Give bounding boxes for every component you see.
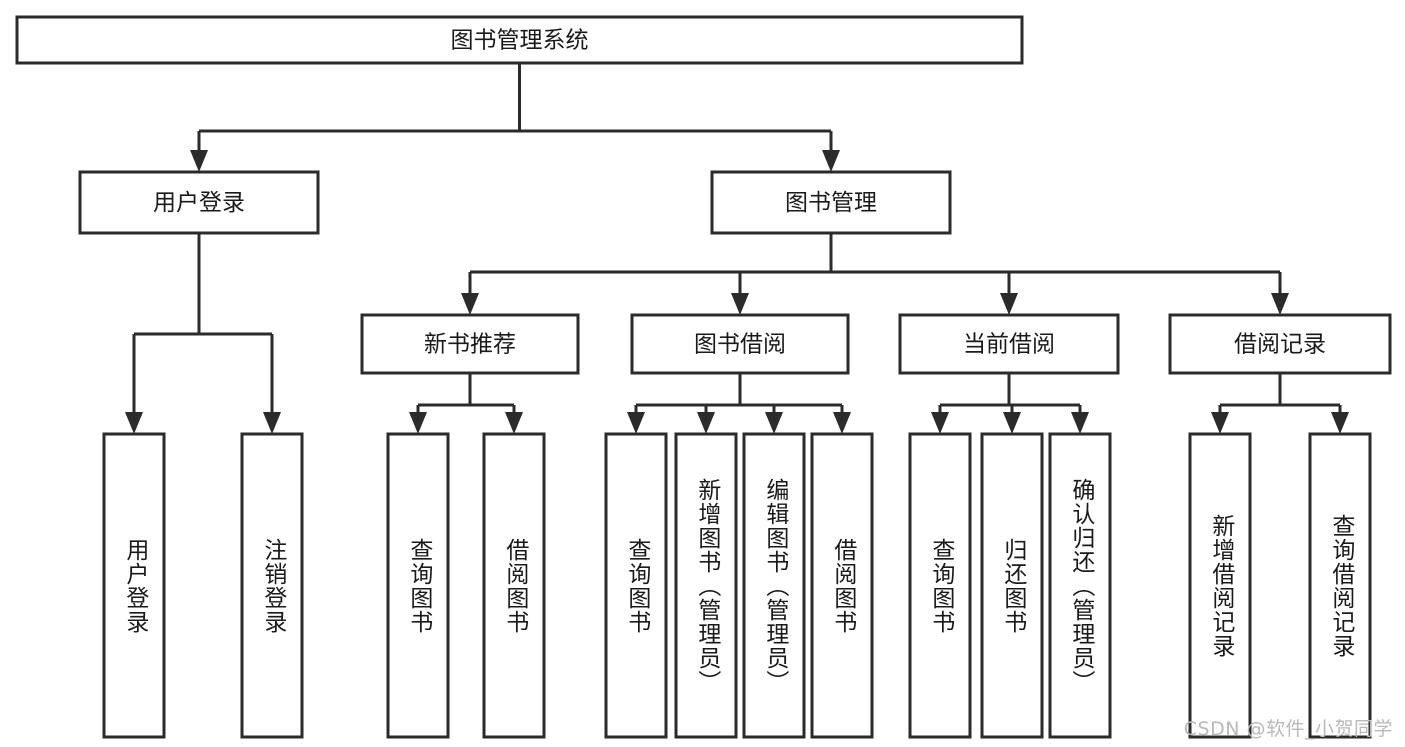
node-box-leaf-user-login[interactable] (102, 432, 166, 739)
arrow-head-icon (822, 150, 840, 172)
node-box-leaf-rec-search[interactable] (1308, 432, 1372, 739)
node-label-new-book-rec: 新书推荐 (424, 332, 516, 358)
watermark-text: CSDN @软件_小贺同学 (1183, 718, 1393, 740)
root-node-box[interactable] (15, 15, 1024, 65)
node-box-book-manage[interactable] (710, 170, 952, 235)
arrow-head-icon (1003, 412, 1021, 434)
node-label-book-borrow: 图书借阅 (694, 332, 786, 358)
node-label-user-login: 用户登录 (153, 190, 245, 216)
node-label-borrow-record: 借阅记录 (1234, 332, 1326, 358)
arrow-head-icon (505, 412, 523, 434)
node-box-borrow-record[interactable] (1168, 313, 1392, 375)
node-box-current-borrow[interactable] (898, 313, 1120, 375)
node-box-leaf-borrow-query[interactable] (604, 432, 668, 739)
node-box-leaf-rec-query[interactable] (386, 432, 450, 739)
arrow-head-icon (1271, 293, 1289, 315)
node-box-user-login[interactable] (78, 170, 320, 235)
node-box-leaf-borrow-edit[interactable] (742, 432, 806, 739)
arrow-head-icon (765, 412, 783, 434)
arrow-head-icon (409, 412, 427, 434)
arrow-head-icon (461, 293, 479, 315)
node-box-leaf-rec-add[interactable] (1188, 432, 1252, 739)
node-box-leaf-borrow-lend[interactable] (810, 432, 874, 739)
arrow-heads-group (125, 150, 1349, 434)
arrow-head-icon (1071, 412, 1089, 434)
arrow-head-icon (1211, 412, 1229, 434)
arrow-head-icon (1331, 412, 1349, 434)
node-box-leaf-cur-return[interactable] (980, 432, 1044, 739)
node-box-leaf-cur-query[interactable] (908, 432, 972, 739)
node-boxes-group (15, 15, 1392, 739)
arrow-head-icon (931, 412, 949, 434)
node-box-new-book-rec[interactable] (360, 313, 580, 375)
node-box-leaf-borrow-add[interactable] (674, 432, 738, 739)
arrow-head-icon (190, 150, 208, 172)
arrow-head-icon (263, 412, 281, 434)
arrow-head-icon (833, 412, 851, 434)
node-box-leaf-user-logout[interactable] (240, 432, 304, 739)
node-box-leaf-cur-confirm[interactable] (1048, 432, 1112, 739)
arrow-head-icon (125, 412, 143, 434)
arrow-head-icon (1000, 293, 1018, 315)
arrow-head-icon (697, 412, 715, 434)
node-box-book-borrow[interactable] (630, 313, 850, 375)
node-label-book-manage: 图书管理 (785, 190, 877, 216)
node-label-current-borrow: 当前借阅 (963, 332, 1055, 358)
root-node-label: 图书管理系统 (451, 28, 589, 54)
arrow-head-icon (627, 412, 645, 434)
node-box-leaf-rec-borrow[interactable] (482, 432, 546, 739)
arrow-head-icon (731, 293, 749, 315)
